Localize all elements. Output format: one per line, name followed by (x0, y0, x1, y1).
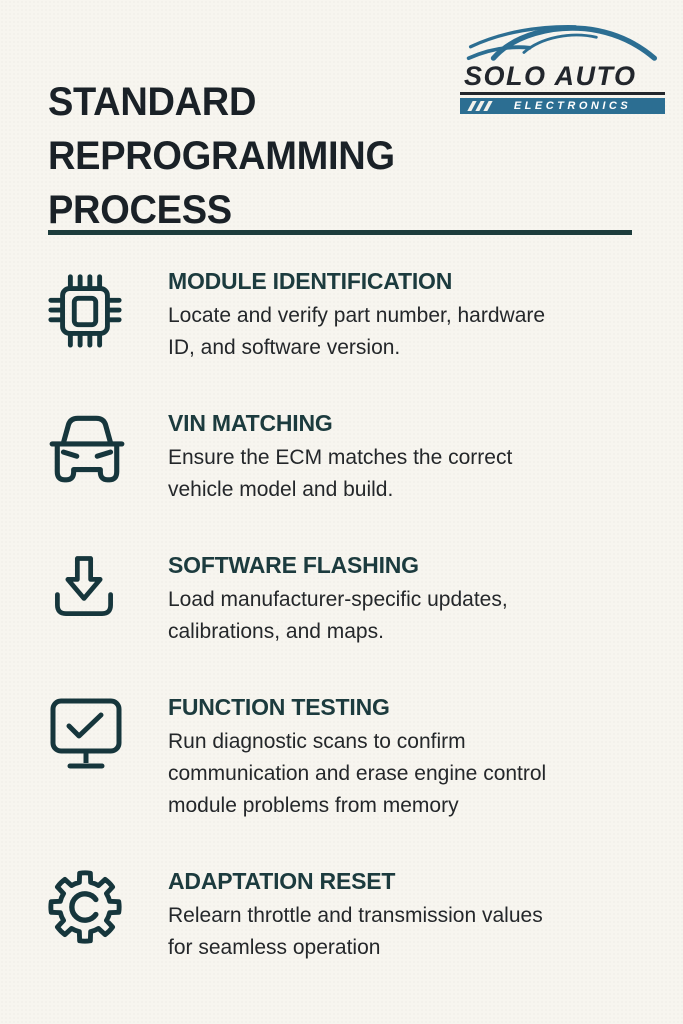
process-step: SOFTWARE FLASHING Load manufacturer-spec… (46, 550, 646, 648)
step-title: VIN MATCHING (168, 410, 333, 436)
step-description-line: Relearn throttle and transmission values (168, 904, 543, 927)
solo-auto-logo: SOLO AUTO ELECTRONICS (460, 22, 665, 114)
car-icon (46, 408, 168, 486)
page-title-line: PROCESS (48, 187, 232, 232)
logo-slashes-icon (467, 101, 493, 111)
logo-tagline-bar: ELECTRONICS (460, 98, 665, 114)
step-description-line: module problems from memory (168, 794, 459, 817)
step-description: Load manufacturer-specific updates, calib… (168, 584, 646, 648)
step-description-line: vehicle model and build. (168, 478, 394, 501)
process-steps-list: MODULE IDENTIFICATION Locate and verify … (46, 266, 646, 964)
process-step: VIN MATCHING Ensure the ECM matches the … (46, 408, 646, 506)
step-description-line: Run diagnostic scans to confirm (168, 730, 466, 753)
step-title: FUNCTION TESTING (168, 694, 390, 720)
step-description: Ensure the ECM matches the correct vehicl… (168, 442, 646, 506)
step-description: Relearn throttle and transmission values… (168, 900, 646, 964)
step-description-line: communication and erase engine control (168, 762, 547, 785)
step-description-line: calibrations, and maps. (168, 620, 384, 643)
step-title: ADAPTATION RESET (168, 868, 396, 894)
step-description-line: for seamless operation (168, 936, 381, 959)
chip-icon (46, 266, 168, 352)
step-description: Run diagnostic scans to confirm communica… (168, 726, 646, 822)
logo-tagline-text: ELECTRONICS (513, 100, 632, 112)
step-title: MODULE IDENTIFICATION (168, 268, 453, 294)
monitor-check-icon (46, 692, 168, 772)
title-divider (48, 230, 632, 235)
step-description-line: ID, and software version. (168, 336, 401, 359)
process-step: MODULE IDENTIFICATION Locate and verify … (46, 266, 646, 364)
step-description-line: Locate and verify part number, hardware (168, 304, 546, 327)
step-description-line: Ensure the ECM matches the correct (168, 446, 513, 469)
page-title: STANDARD REPROGRAMMING PROCESS (48, 75, 395, 237)
gear-icon (46, 866, 168, 946)
step-description-line: Load manufacturer-specific updates, (168, 588, 508, 611)
step-title: SOFTWARE FLASHING (168, 552, 419, 578)
process-step: FUNCTION TESTING Run diagnostic scans to… (46, 692, 646, 822)
logo-car-icon (466, 25, 658, 61)
page-title-line: STANDARD (48, 79, 257, 124)
logo-brand-text: SOLO AUTO (464, 61, 637, 91)
download-icon (46, 550, 168, 622)
page-title-line: REPROGRAMMING (48, 133, 395, 178)
process-step: ADAPTATION RESET Relearn throttle and tr… (46, 866, 646, 964)
logo-underline (460, 92, 665, 95)
